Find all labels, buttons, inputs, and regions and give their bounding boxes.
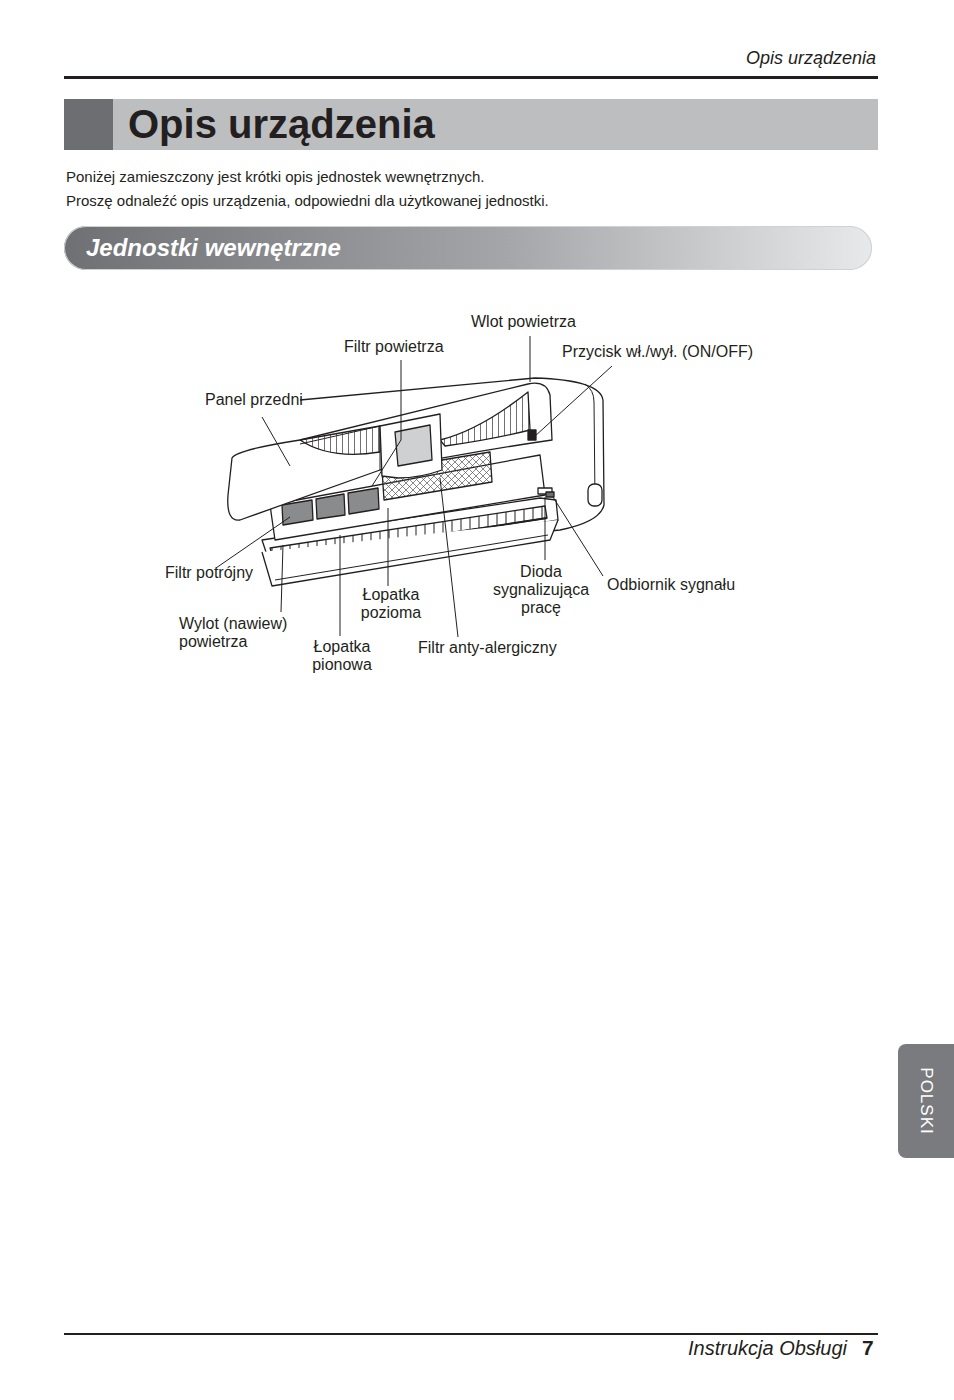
part-label: Dioda sygnalizująca pracę	[482, 563, 600, 617]
section-band: Jednostki wewnętrzne	[64, 226, 872, 270]
intro-text: Poniżej zamieszczony jest krótki opis je…	[66, 169, 485, 186]
title-marker	[64, 99, 113, 150]
page-title: Opis urządzenia	[128, 102, 435, 147]
language-tab: POLSKI	[898, 1044, 954, 1158]
indoor-unit	[228, 378, 604, 586]
part-label: Filtr anty-alergiczny	[418, 639, 557, 657]
part-label: Przycisk wł./wył. (ON/OFF)	[562, 343, 753, 361]
footer-text: Instrukcja Obsługi	[688, 1337, 847, 1359]
page-number: 7	[862, 1336, 874, 1360]
part-label: Filtr powietrza	[344, 338, 444, 356]
part-label: Łopatka pozioma	[351, 586, 431, 622]
part-label: Łopatka pionowa	[302, 638, 382, 674]
section-heading: Jednostki wewnętrzne	[86, 234, 341, 262]
running-header: Opis urządzenia	[746, 48, 876, 68]
part-label: Wlot powietrza	[471, 313, 576, 331]
part-label: Wylot (nawiew) powietrza	[179, 615, 311, 651]
header-rule	[64, 76, 878, 79]
leader-lines	[216, 336, 612, 637]
title-band	[64, 99, 878, 150]
part-label: Filtr potrójny	[165, 564, 253, 582]
intro-text: Proszę odnaleźć opis urządzenia, odpowie…	[66, 193, 549, 210]
footer-rule	[64, 1333, 878, 1335]
tab-text: POLSKI	[916, 1067, 936, 1134]
part-label: Odbiornik sygnału	[607, 576, 735, 594]
part-label: Panel przedni	[205, 391, 303, 409]
